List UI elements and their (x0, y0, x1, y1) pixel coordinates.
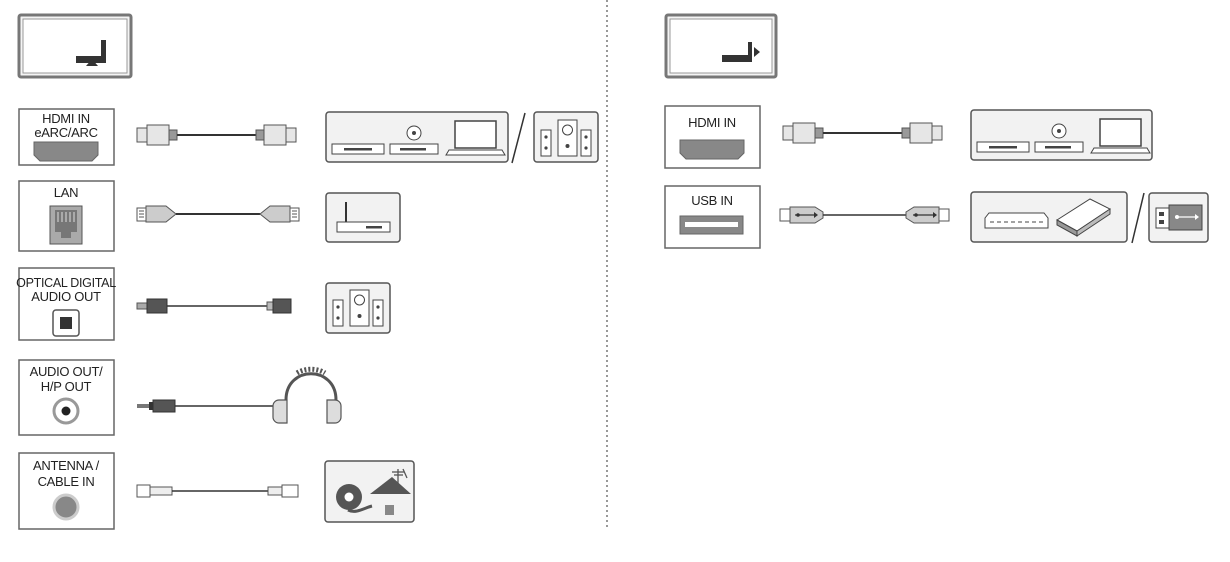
external-hard-drive-icon (1056, 198, 1111, 237)
headphones-icon (272, 366, 342, 424)
coax-cable-icon (136, 484, 299, 498)
port-label-line: AUDIO OUT/ (30, 364, 104, 379)
port-row-lan: LAN (18, 180, 401, 252)
port-label-line: ANTENNA / (33, 458, 100, 473)
optical-cable-icon (136, 298, 292, 314)
left-panel: HDMI IN eARC/ARC (16, 13, 599, 530)
or-separator (1131, 192, 1145, 244)
tv-rear-bottom-ports-icon (17, 13, 133, 79)
hdmi-cable-icon (136, 124, 297, 146)
hdmi-port-icon (679, 139, 745, 160)
port-label-line: USB IN (691, 193, 733, 208)
port-label-line: HDMI IN (688, 115, 736, 130)
tv-rear-side-ports-icon (664, 13, 778, 79)
port-label-line: AUDIO OUT (31, 289, 101, 304)
usb-cable-icon (779, 206, 950, 224)
laptop-icon (445, 120, 506, 156)
blu-ray-player-icon (331, 143, 385, 155)
usb-hub-icon (984, 212, 1049, 229)
router-icon (325, 192, 401, 243)
headphone-jack-icon (52, 397, 80, 425)
device-group-box (970, 109, 1153, 161)
port-box (18, 359, 115, 436)
device-group-box (970, 191, 1128, 243)
port-label-line: HDMI IN (42, 111, 90, 126)
port-label-line: LAN (54, 185, 78, 200)
port-row-hdmi-earc: HDMI IN eARC/ARC (18, 108, 599, 166)
dvd-player-icon (1034, 123, 1084, 153)
port-row-audio-out: AUDIO OUT/ H/P OUT (18, 359, 342, 436)
hdmi-port-icon (33, 141, 99, 162)
speaker-system-icon (533, 111, 599, 163)
antenna-wall-outlet-icon (324, 460, 415, 523)
port-row-antenna: ANTENNA / CABLE IN (18, 452, 415, 530)
usb-flash-drive-icon (1148, 192, 1209, 243)
port-row-hdmi-in: HDMI IN (664, 105, 1153, 169)
hdmi-cable-icon (782, 122, 943, 144)
usb-port-icon (679, 215, 744, 235)
right-panel: HDMI IN (664, 13, 1209, 249)
port-label-line: eARC/ARC (34, 125, 97, 140)
port-label-line: CABLE IN (38, 474, 95, 489)
port-row-usb-in: USB IN (664, 185, 1209, 249)
port-label-line: H/P OUT (41, 379, 92, 394)
antenna-port-icon (52, 493, 80, 521)
port-label-line: OPTICAL DIGITAL (16, 276, 116, 290)
device-group-box (325, 111, 509, 163)
port-row-optical: OPTICAL DIGITAL AUDIO OUT (16, 267, 391, 341)
audio-jack-cable-icon (137, 399, 282, 413)
or-separator (511, 112, 526, 164)
laptop-icon (1090, 118, 1151, 154)
ethernet-port-icon (49, 205, 83, 245)
speaker-system-icon (325, 282, 391, 334)
blu-ray-player-icon (976, 141, 1030, 153)
lan-cable-icon (136, 205, 300, 223)
dvd-player-icon (389, 125, 439, 155)
optical-port-icon (52, 309, 80, 337)
